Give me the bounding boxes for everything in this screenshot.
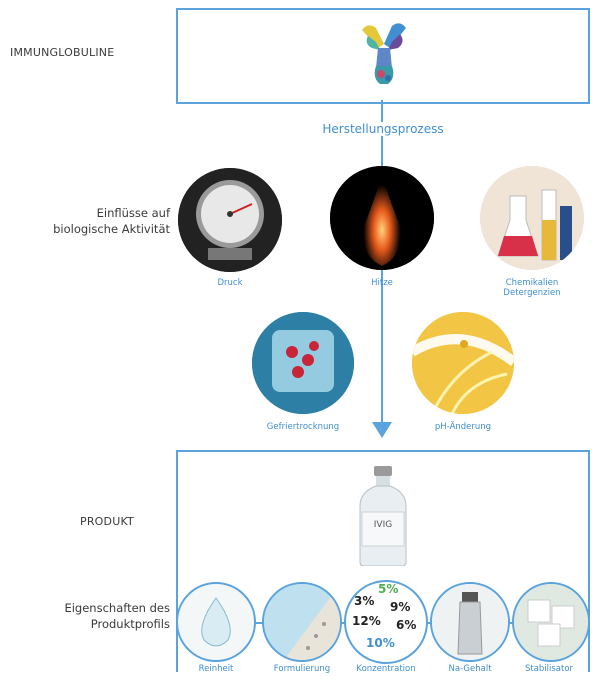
profile-label: Eigenschaften des Produktprofils [64,601,170,631]
ph-change-image [412,312,514,414]
property-label-stabilizer: Stabilisator [524,664,574,674]
pressure-image [178,168,282,272]
vial-label: IVIG [373,520,393,530]
conc-value-1: 5% [378,582,399,596]
conc-value-2: 3% [354,594,375,608]
conc-value-5: 6% [396,618,417,632]
influence-label-pressure: Druck [217,278,243,288]
freeze-drying-image [252,312,354,414]
sodium-content-image [430,582,510,662]
influence-label-heat: Hitze [371,278,393,288]
property-label-concentration: Konzentration [356,664,416,674]
conc-value-6: 10% [366,636,395,650]
property-label-sodium: Na-Gehalt [448,664,492,674]
immunoglobulins-label: IMMUNGLOBULINE [10,46,115,59]
conc-value-3: 9% [390,600,411,614]
product-label: PRODUKT [80,515,134,528]
conc-value-4: 12% [352,614,381,628]
vial-image: IVIG [352,466,414,566]
influence-label-ph-change: pH-Änderung [434,422,492,432]
purity-image [176,582,256,662]
process-label: Herstellungsprozess [300,122,466,136]
property-label-formulation: Formulierung [273,664,331,674]
process-arrow-head [372,422,392,438]
chemicals-image [480,166,584,270]
concentration-image: 5% 3% 9% 12% 6% 10% [344,580,428,664]
influence-label-freeze-drying: Gefriertrocknung [266,422,340,432]
heat-image [330,166,434,270]
influence-label-chemicals: Chemikalien Detergenzien [503,278,561,298]
stabilizer-image [512,582,590,662]
property-label-purity: Reinheit [198,664,234,674]
formulation-image [262,582,342,662]
immunoglobulin-box [176,8,590,104]
antibody-icon [354,18,414,96]
influences-label: Einflüsse auf biologische Aktivität [53,206,170,236]
